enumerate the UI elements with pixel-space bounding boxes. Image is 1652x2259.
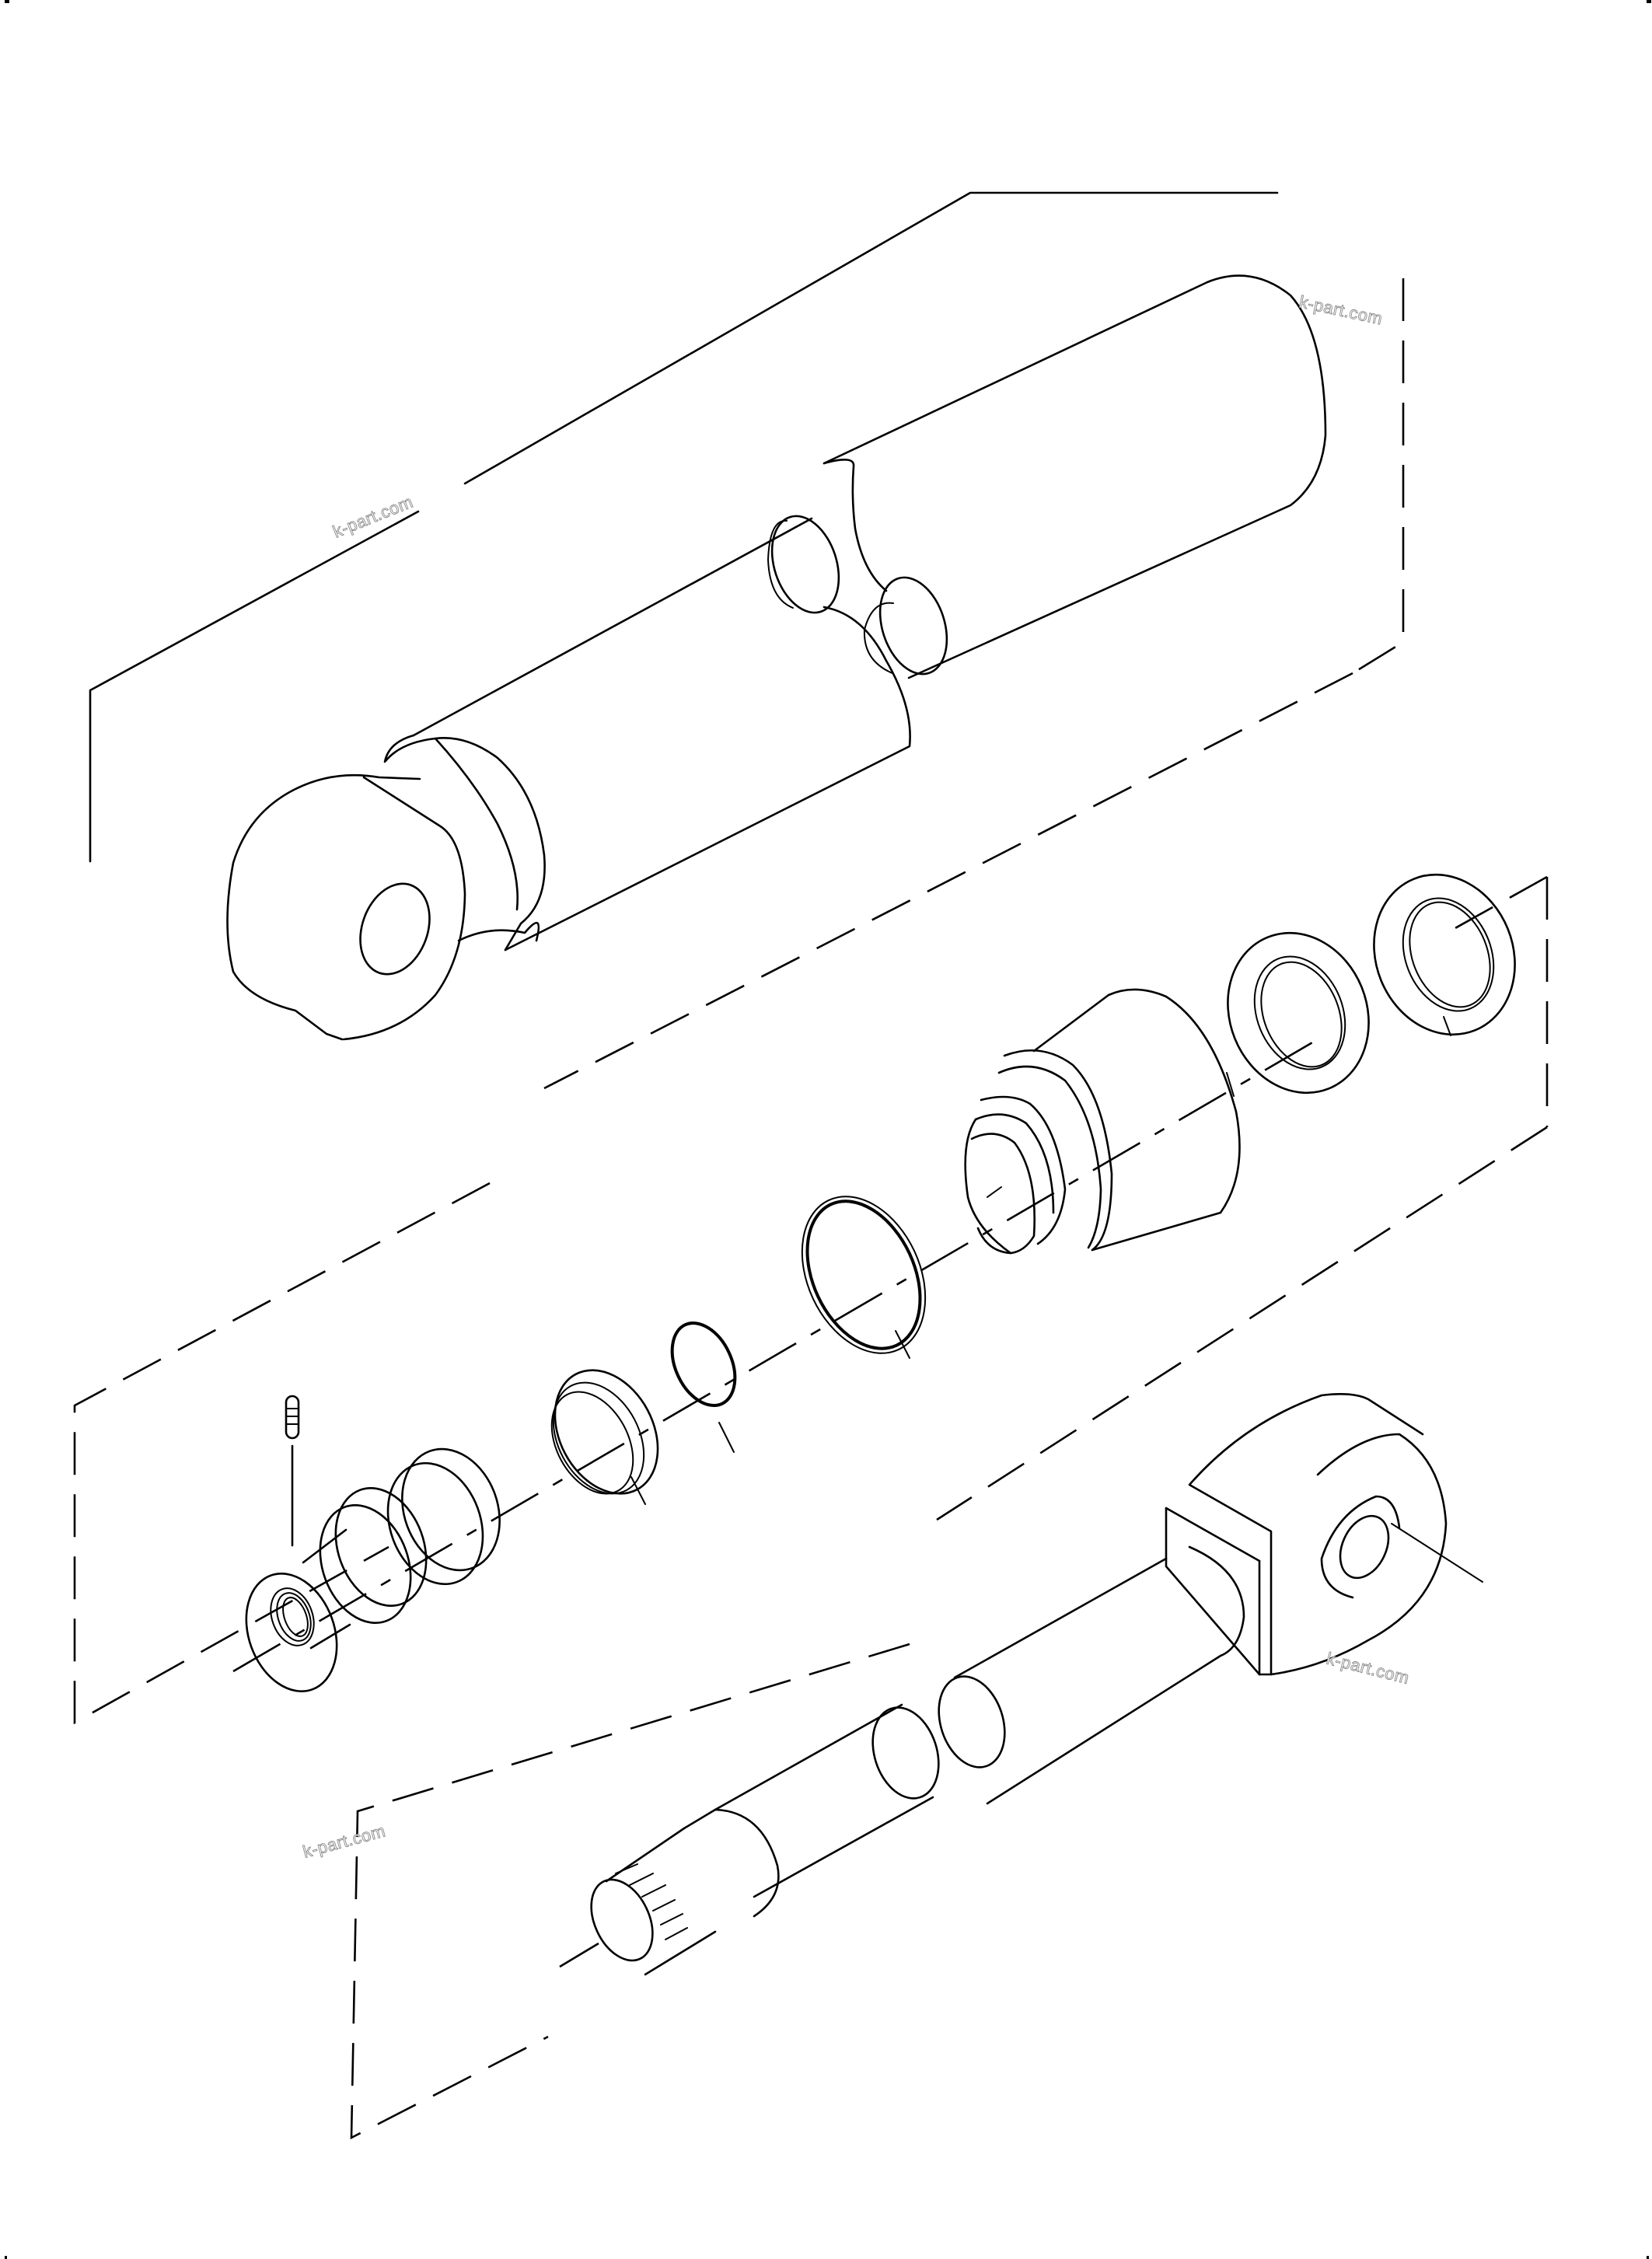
piston-seal — [801, 1196, 927, 1359]
head-group-frame — [73, 875, 1549, 1725]
piston — [245, 1447, 501, 1692]
piston-rod-shaft — [559, 1545, 1245, 1976]
corner-mark-bottom-right — [1647, 2256, 1649, 2259]
rod-bushing — [1391, 1523, 1483, 1583]
corner-mark-top-left — [5, 0, 9, 3]
watermark-4: k-part.com — [301, 1821, 388, 1861]
set-screw — [285, 1395, 300, 1547]
watermark-3: k-part.com — [1325, 1649, 1412, 1688]
head-group-centerline — [232, 1040, 1315, 1673]
corner-mark-top-right — [1647, 0, 1651, 3]
watermark-1: k-part.com — [1298, 292, 1385, 328]
corner-mark-bottom-left — [5, 2256, 7, 2259]
head-o-ring — [670, 1322, 737, 1453]
head-backup-ring — [550, 1369, 659, 1505]
dust-seal — [1373, 873, 1516, 1036]
watermarks: k-part.com k-part.com k-part.com k-part.… — [300, 292, 1412, 1862]
piston-rod — [1165, 1393, 1448, 1676]
rod-group-frame — [350, 1643, 910, 2140]
cylinder-tube — [226, 274, 1327, 1041]
rod-seal — [1226, 931, 1370, 1097]
watermark-2: k-part.com — [330, 492, 416, 542]
tube-group-bracket — [89, 191, 1405, 1090]
cylinder-head — [964, 988, 1241, 1255]
